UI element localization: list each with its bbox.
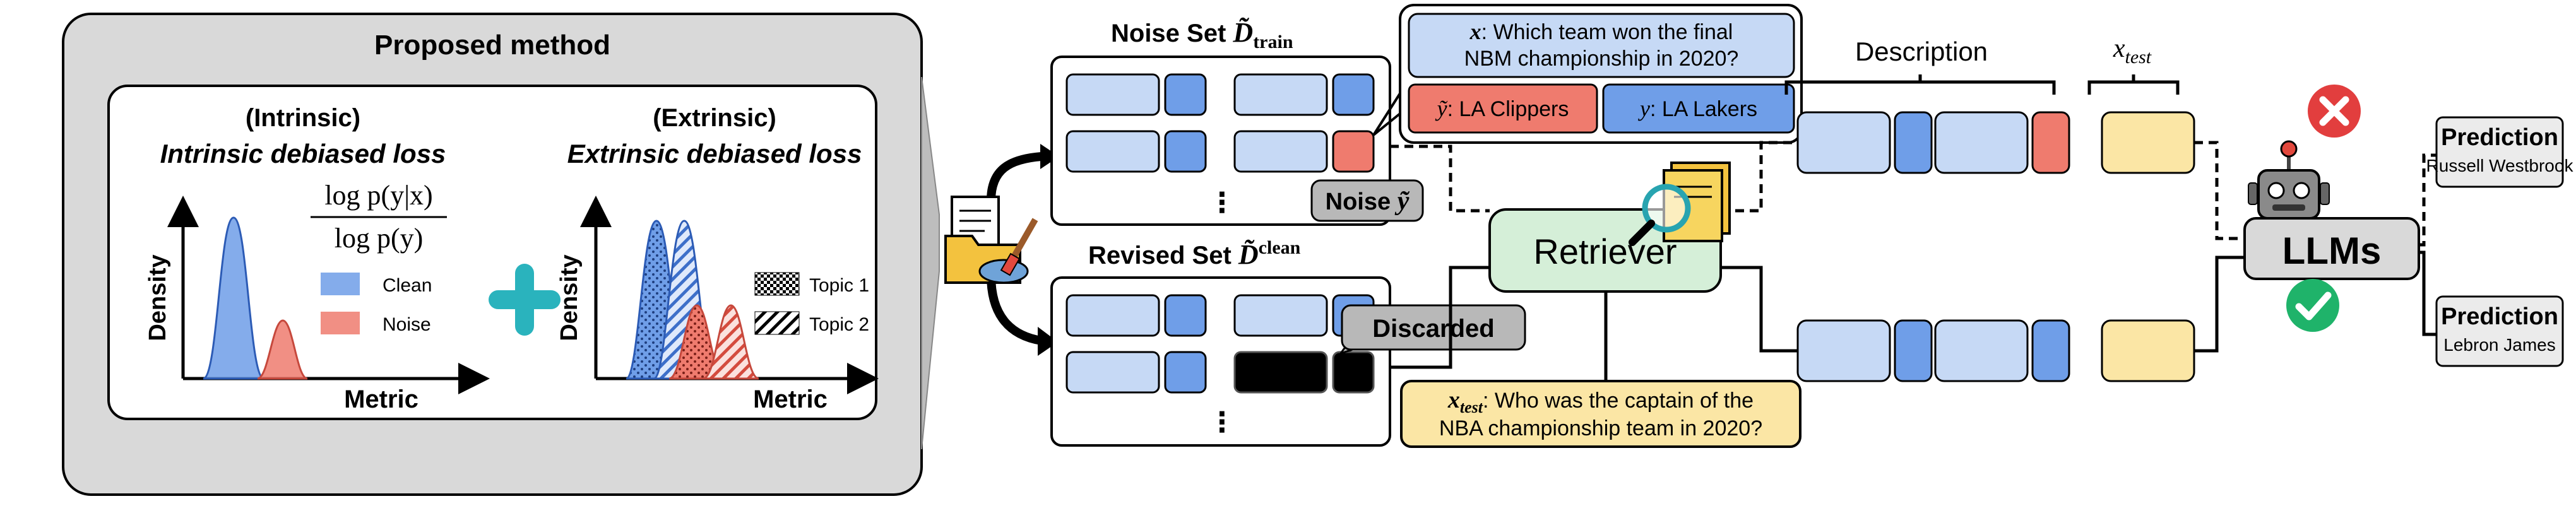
prediction-wrong: Prediction Russell Westbrook xyxy=(2308,85,2574,188)
test-query-box: xtest: Who was the captain of the NBA ch… xyxy=(1400,380,1801,448)
plus-icon xyxy=(489,264,561,336)
proposed-method-panel: Proposed method (Intrinsic) Intrinsic de… xyxy=(62,13,923,496)
noise-row1-label xyxy=(1164,73,1207,116)
legend-clean-swatch xyxy=(321,273,360,295)
intrinsic-density-chart: Density Metric xyxy=(145,196,490,413)
prediction-correct-value: Lebron James xyxy=(2443,335,2555,355)
intrinsic-xlabel: Metric xyxy=(344,385,418,413)
description-label: Description xyxy=(1855,37,1988,66)
revised-set-more: ⋮ xyxy=(1208,407,1236,438)
question-callout: x: Which team won the final NBM champion… xyxy=(1372,4,1803,144)
revised-set: Revised Set D̃clean ⋮ xyxy=(1050,237,1391,447)
noise-tag: Noise ỹ xyxy=(1310,179,1424,222)
noise-row2-label xyxy=(1164,130,1207,173)
noisy-label-text: ỹ: LA Clippers xyxy=(1435,96,1569,121)
llm-label: LLMs xyxy=(2282,230,2382,272)
noise-row1b-label xyxy=(1332,73,1375,116)
noise-set-title: Noise Set D̃train xyxy=(1111,17,1293,52)
prediction-wrong-value: Russell Westbrook xyxy=(2426,156,2574,175)
noise-row1-desc xyxy=(1065,73,1160,116)
intrinsic-ylabel: Density xyxy=(145,254,171,341)
noise-set-more: ⋮ xyxy=(1208,187,1236,218)
legend-topic1-label: Topic 1 xyxy=(809,275,869,296)
curve-arrow-to-noise xyxy=(987,152,1042,201)
discarded-text: Discarded xyxy=(1372,315,1494,343)
clean-label-text: y: LA Lakers xyxy=(1638,96,1757,121)
document-search-icon xyxy=(1629,162,1731,246)
legend-noise-swatch xyxy=(321,312,360,334)
extrinsic-tag: (Extrinsic) xyxy=(653,104,776,132)
correct-check-icon xyxy=(2286,279,2339,332)
test-query-line1: xtest: Who was the captain of the xyxy=(1447,387,1754,416)
prediction-correct: Prediction Lebron James xyxy=(2286,279,2564,367)
proposed-method-title: Proposed method xyxy=(374,30,610,61)
noise-row1b-desc xyxy=(1233,73,1328,116)
extrinsic-density-chart: Density Metric xyxy=(556,196,879,413)
extrinsic-title: Extrinsic debiased loss xyxy=(567,139,862,168)
revised-row2-desc xyxy=(1065,351,1160,394)
legend-noise-label: Noise xyxy=(383,314,431,335)
revised-row1-label xyxy=(1164,294,1207,337)
discarded-tag: Discarded xyxy=(1338,304,1526,355)
data-cleaning-icon xyxy=(944,196,1038,284)
noise-row2b-desc xyxy=(1233,130,1328,173)
extrinsic-xlabel: Metric xyxy=(753,385,828,413)
robot-icon xyxy=(2248,140,2330,220)
revised-row2b-discarded-label xyxy=(1332,351,1375,394)
legend-topic2-label: Topic 2 xyxy=(809,314,869,335)
formula-numerator: log p(y|x) xyxy=(324,180,432,211)
xtest-brace xyxy=(2087,74,2180,95)
curve-arrow-to-revised xyxy=(987,274,1043,345)
legend-topic2-swatch xyxy=(754,311,800,335)
xtest-label: xtest xyxy=(2113,34,2152,68)
intrinsic-title: Intrinsic debiased loss xyxy=(160,139,446,168)
question-line1: x: Which team won the final xyxy=(1469,19,1733,44)
clean-distribution xyxy=(203,216,264,380)
retrieved-clean-row xyxy=(1796,319,2195,382)
revised-row2b-discarded xyxy=(1233,351,1328,394)
legend-clean-label: Clean xyxy=(383,275,432,296)
revised-row2-label xyxy=(1164,351,1207,394)
question-line2: NBM championship in 2020? xyxy=(1464,47,1739,71)
noise-row2-desc xyxy=(1065,130,1160,173)
noise-topic2-distribution xyxy=(703,304,759,380)
description-brace xyxy=(1784,74,2056,95)
retriever-label: Retriever xyxy=(1533,232,1677,271)
revised-row1b-desc xyxy=(1233,294,1328,337)
noise-row2b-noisy-label xyxy=(1332,130,1375,173)
prediction-wrong-title: Prediction xyxy=(2441,124,2558,151)
noise-tag-text: Noise ỹ xyxy=(1326,187,1410,216)
test-query-line2: NBA championship team in 2020? xyxy=(1439,416,1762,440)
noise-set: Noise Set D̃train ⋮ xyxy=(1050,17,1391,226)
wrong-x-icon xyxy=(2308,85,2361,138)
formula-denominator: log p(y) xyxy=(335,223,424,254)
retrieved-noisy-row xyxy=(1796,111,2195,174)
revised-row1-desc xyxy=(1065,294,1160,337)
noise-distribution xyxy=(257,319,308,380)
connectors xyxy=(1390,141,2437,382)
llm-box: LLMs xyxy=(2243,217,2420,280)
debias-formula: log p(y|x) log p(y) xyxy=(311,180,447,254)
prediction-correct-title: Prediction xyxy=(2441,303,2558,330)
legend-topic1-swatch xyxy=(754,272,800,296)
panel-connector xyxy=(921,76,940,450)
intrinsic-tag: (Intrinsic) xyxy=(246,104,360,132)
extrinsic-ylabel: Density xyxy=(556,254,583,341)
revised-set-title: Revised Set D̃clean xyxy=(1088,237,1301,270)
